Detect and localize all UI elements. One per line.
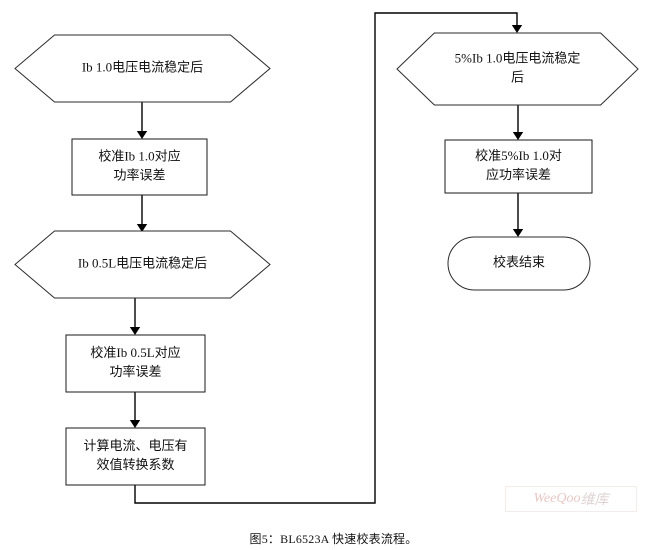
arrow-head-icon — [136, 131, 148, 139]
node-label-line: 校准Ib 0.5L对应 — [90, 345, 180, 360]
connector-layer — [129, 12, 524, 504]
node-label-line: 5%Ib 1.0电压电流稳定 — [455, 50, 581, 65]
flow-node-n1[interactable]: Ib 1.0电压电流稳定后 — [14, 34, 271, 103]
node-label-line: Ib 0.5L电压电流稳定后 — [78, 255, 207, 270]
connector-line — [134, 12, 518, 504]
connector-n2-to-n3 — [136, 195, 148, 232]
node-label-line: 校表结束 — [493, 254, 545, 269]
node-label-line: 校准5%Ib 1.0对 — [475, 148, 562, 163]
process-box-shape — [71, 138, 208, 196]
connector-n4-to-n5 — [129, 392, 141, 428]
node-label-line: 后 — [511, 69, 524, 84]
node-label-line: 功率误差 — [109, 364, 161, 379]
node-label-line: 校准Ib 1.0对应 — [98, 148, 180, 163]
node-label-line: 计算电流、电压有 — [83, 438, 187, 453]
connector-n6-to-n7 — [512, 105, 524, 140]
connector-n1-to-n2 — [136, 102, 148, 139]
node-label-line: Ib 1.0电压电流稳定后 — [82, 59, 203, 74]
process-box-shape — [444, 139, 593, 194]
preparation-hexagon-shape — [14, 230, 271, 299]
arrow-head-icon — [129, 327, 141, 335]
watermark-suffix: 维库 — [580, 493, 609, 508]
flow-node-n6[interactable]: 5%Ib 1.0电压电流稳定后 — [396, 32, 639, 106]
connector-n3-to-n4 — [129, 298, 141, 335]
node-label-line: 功率误差 — [113, 167, 165, 182]
process-box-shape — [65, 334, 206, 393]
node-label-line: 应功率误差 — [486, 167, 551, 182]
preparation-hexagon-shape — [396, 32, 639, 106]
terminal-shape — [447, 236, 591, 291]
preparation-hexagon-shape — [14, 34, 271, 103]
arrow-head-icon — [511, 25, 523, 33]
arrow-head-icon — [136, 224, 148, 232]
connector-n7-to-n8 — [512, 193, 524, 237]
figure-caption: 图5：BL6523A 快速校表流程。 — [249, 532, 418, 546]
flow-node-n8[interactable]: 校表结束 — [447, 236, 591, 291]
process-box-shape — [65, 427, 206, 486]
arrow-head-icon — [512, 229, 524, 237]
watermark-brand: WeeQoo — [533, 491, 581, 506]
connector-n5-to-n6 — [134, 12, 523, 504]
arrow-head-icon — [512, 132, 524, 140]
node-label-line: 效值转换系数 — [96, 457, 174, 472]
arrow-head-icon — [129, 420, 141, 428]
flow-node-n3[interactable]: Ib 0.5L电压电流稳定后 — [14, 230, 271, 299]
